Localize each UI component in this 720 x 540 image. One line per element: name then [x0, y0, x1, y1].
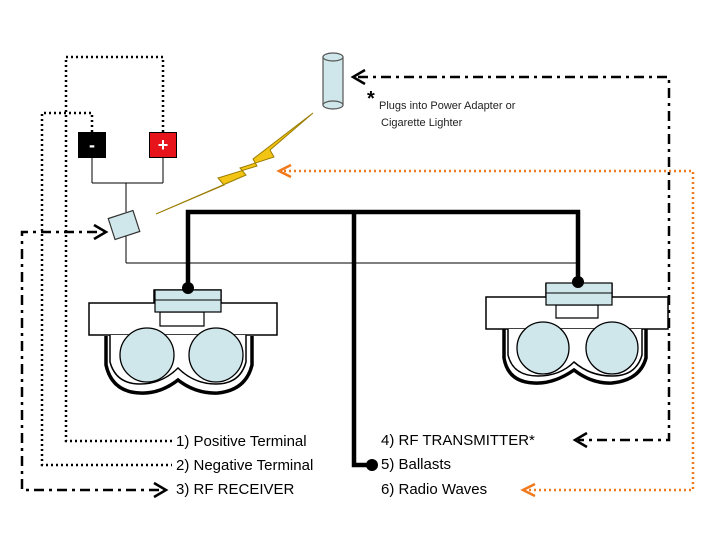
note-line-1: Plugs into Power Adapter or: [379, 100, 516, 112]
ballast-legend-junction: [366, 459, 378, 471]
right-ballast-junction: [572, 276, 584, 288]
legend-item-negative-terminal: 2) Negative Terminal: [176, 457, 314, 474]
note-line-2: Cigarette Lighter: [381, 117, 463, 129]
rf-transmitter-dashdot-line: [358, 75, 671, 442]
legend-item-ballasts: 5) Ballasts: [381, 456, 452, 473]
legend-item-rf-transmitter: 4) RF TRANSMITTER*: [381, 432, 535, 449]
rf-transmitter-cylinder: [322, 52, 344, 110]
legend-item-rf-receiver: 3) RF RECEIVER: [176, 481, 295, 498]
note-asterisk: *: [367, 88, 375, 110]
legend-radio-wave-arrow-icon: [520, 482, 536, 498]
rf-receiver-box: [107, 209, 141, 241]
left-ballast-junction: [182, 282, 194, 294]
radio-wave-arrow-icon: [276, 163, 292, 179]
left-headlight-assembly: [88, 289, 278, 395]
legend-transmitter-arrow-icon: [572, 431, 588, 449]
negative-terminal-dotted-wire: [40, 111, 172, 467]
transmitter-arrow-icon: [350, 68, 366, 86]
legend-receiver-arrow-icon: [153, 481, 169, 499]
legend-item-radio-waves: 6) Radio Waves: [381, 481, 488, 498]
radio-wave-dotted-line: [284, 169, 695, 492]
right-headlight-assembly: [485, 282, 669, 385]
legend-item-positive-terminal: 1) Positive Terminal: [176, 433, 307, 450]
negative-terminal: -: [78, 132, 106, 158]
positive-terminal-dotted-wire: [64, 55, 172, 443]
positive-terminal: +: [149, 132, 177, 158]
receiver-arrow-icon: [93, 223, 109, 241]
lightning-bolt-icon: [155, 112, 314, 215]
